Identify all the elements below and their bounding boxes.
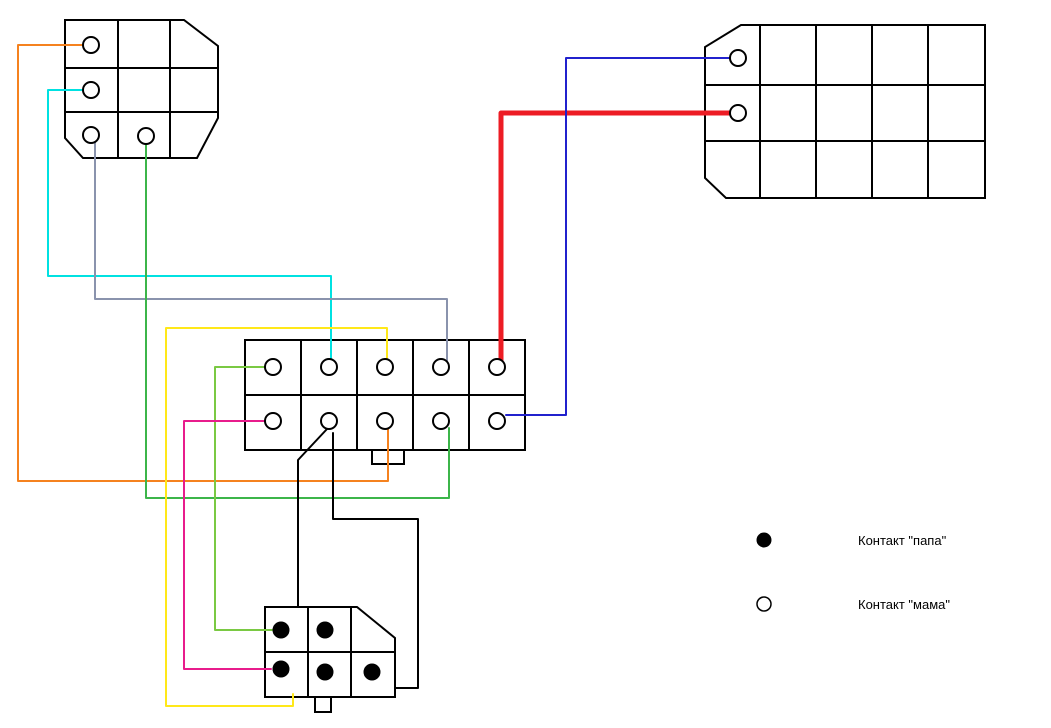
female-pin-a1 (82, 36, 100, 54)
connector-top-right-outline (704, 24, 986, 199)
male-pin-d1 (272, 621, 290, 639)
female-pin-c5 (488, 358, 506, 376)
legend-male-label: Контакт "папа" (858, 533, 947, 548)
pins-bottom (272, 621, 381, 681)
wire-blue (505, 57, 734, 416)
wire-cyan (47, 89, 332, 362)
wires (17, 44, 736, 707)
legend-female-contact-icon (756, 596, 772, 612)
legend-female-label: Контакт "мама" (858, 597, 950, 612)
legend: Контакт "папа" Контакт "мама" (756, 532, 950, 612)
legend-male-contact-icon (756, 532, 772, 548)
male-pin-d2 (316, 621, 334, 639)
female-pin-c8 (376, 412, 394, 430)
female-pin-b1 (729, 49, 747, 67)
female-pin-c2 (320, 358, 338, 376)
connector-top-right (704, 24, 986, 199)
connector-top-left-outline (64, 19, 219, 159)
pins-top-left (82, 36, 155, 145)
female-pin-a2 (82, 81, 100, 99)
female-pin-c4 (432, 358, 450, 376)
wire-orange (17, 44, 389, 482)
male-pin-d5 (363, 663, 381, 681)
male-pin-d4 (316, 663, 334, 681)
female-pin-a4 (137, 127, 155, 145)
pins-middle (264, 358, 506, 430)
wire-black-1 (297, 428, 328, 608)
wire-yellowgreen (214, 366, 273, 631)
female-pin-c10 (488, 412, 506, 430)
female-pin-c1 (264, 358, 282, 376)
pins-top-right (729, 49, 747, 122)
wire-black-2 (332, 432, 419, 689)
wire-gray (94, 140, 448, 362)
female-pin-a3 (82, 126, 100, 144)
female-pin-c6 (264, 412, 282, 430)
wire-red (498, 110, 736, 364)
wire-yellow (165, 327, 388, 707)
wire-pink (183, 420, 272, 670)
female-pin-c9 (432, 412, 450, 430)
connector-top-left (64, 19, 219, 159)
connector-bottom-key-tab (314, 697, 332, 713)
female-pin-b2 (729, 104, 747, 122)
connector-bottom (264, 606, 396, 713)
female-pin-c3 (376, 358, 394, 376)
female-pin-c7 (320, 412, 338, 430)
male-pin-d3 (272, 660, 290, 678)
